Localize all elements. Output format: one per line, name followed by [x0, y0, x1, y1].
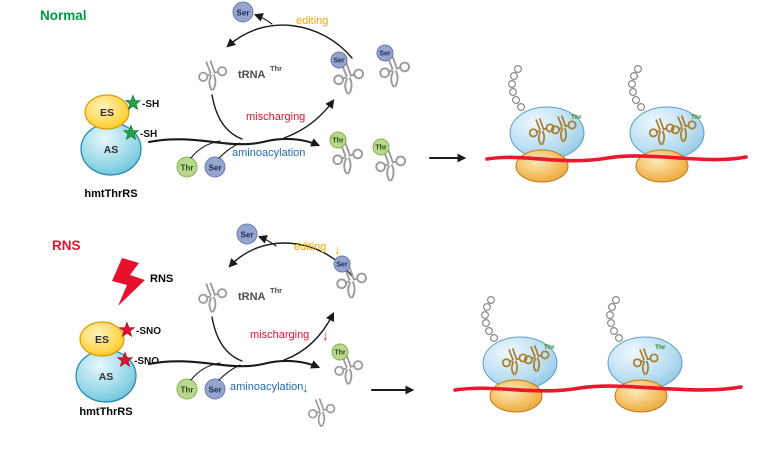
- ser-circle: [236, 223, 258, 245]
- nascent-peptide-chain: [508, 64, 526, 112]
- mischarging-label: mischarging: [246, 111, 305, 123]
- nascent-peptide-chain: [481, 296, 498, 342]
- editing-arrow: [226, 24, 353, 59]
- editing-label: editing: [296, 15, 328, 27]
- thr-label: Thr: [334, 350, 346, 357]
- sno-label: -SNO: [136, 326, 161, 337]
- rns-bolt-label: RNS: [150, 273, 173, 285]
- ser-release-arrow: [257, 235, 277, 247]
- main-reaction-arrow: [147, 137, 321, 147]
- enzyme-name: hmtThrRS: [79, 406, 132, 418]
- enzyme-complex-normal: ES AS -SH -SH hmtThrRS: [80, 94, 159, 200]
- ribosome-thr-label: Thr: [655, 344, 666, 351]
- trna-label: tRNA: [238, 291, 266, 303]
- mrna-line: [485, 154, 748, 163]
- editing-domain-label: ES: [95, 334, 109, 346]
- mrna-line: [453, 384, 743, 393]
- editing-label: editing: [294, 241, 326, 253]
- ser-circle: [330, 51, 348, 69]
- ser-circle: [204, 378, 226, 400]
- aminoacylation-domain-label: AS: [104, 144, 119, 156]
- editing-domain: [79, 321, 125, 357]
- thr-label: Thr: [181, 386, 194, 395]
- trna-superscript: Thr: [270, 286, 282, 295]
- mischarging-arrow: [283, 99, 335, 139]
- trna-entry-arrow: [211, 316, 243, 362]
- aminoacylation-down-arrow: ↓: [302, 380, 309, 395]
- ribosome-thr-label: Thr: [691, 114, 702, 121]
- sno-label: -SNO: [134, 356, 159, 367]
- thr-circle: [372, 138, 390, 156]
- ser-label: Ser: [237, 9, 250, 18]
- translation-rns: Thr Thr: [453, 296, 743, 413]
- thr-circle: [331, 343, 349, 361]
- charging-cycle-rns: Ser editing ↓ tRNA Thr mischarging ↓ ami…: [147, 223, 368, 428]
- ser-label: Ser: [209, 164, 222, 173]
- trna-label: tRNA: [238, 69, 266, 81]
- thr-entry-arc: [190, 140, 221, 159]
- ser-circle: [376, 44, 394, 62]
- main-reaction-arrow: [147, 359, 321, 369]
- ser-entry-arc: [218, 142, 241, 159]
- aminoacylation-label: aminoacylation: [230, 381, 303, 393]
- ser-label: Ser: [209, 386, 222, 395]
- mischarging-arrow: [283, 311, 335, 361]
- mischarging-down-arrow: ↓: [322, 328, 329, 343]
- normal-panel: Normal ES AS -SH -SH hmtThrRS Ser editin…: [40, 1, 748, 200]
- nascent-peptide-chain: [605, 296, 624, 342]
- thr-label: Thr: [181, 164, 194, 173]
- thr-label: Thr: [332, 138, 344, 145]
- ser-label: Ser: [379, 51, 391, 58]
- nascent-peptide-chain: [627, 64, 646, 112]
- rns-panel: RNS RNS ES AS -SNO -SNO hmtThrRS Ser edi…: [52, 223, 743, 428]
- editing-down-arrow: ↓: [334, 242, 341, 257]
- thiol-label: -SH: [140, 129, 157, 140]
- ribosome-thr-label: Thr: [544, 344, 555, 351]
- ser-release-arrow: [253, 13, 273, 25]
- charging-cycle-normal: Ser editing tRNA Thr mischarging aminoac…: [147, 1, 411, 183]
- rns-panel-title: RNS: [52, 238, 81, 253]
- ser-label: Ser: [333, 58, 345, 65]
- ser-label: Ser: [241, 231, 254, 240]
- aminoacylation-label: aminoacylation: [232, 147, 305, 159]
- editing-domain-label: ES: [100, 107, 114, 119]
- trna-icon: [198, 59, 228, 92]
- uncharged-trna-icon: [308, 397, 336, 428]
- trna-superscript: Thr: [270, 64, 282, 73]
- enzyme-complex-rns: ES AS -SNO -SNO hmtThrRS: [75, 321, 161, 418]
- enzyme-name: hmtThrRS: [84, 188, 137, 200]
- thr-circle: [176, 156, 198, 178]
- ser-circle: [204, 156, 226, 178]
- ribosome-thr-label: Thr: [571, 114, 582, 121]
- ribosome-small-subunit: [515, 149, 569, 183]
- thr-label: Thr: [375, 145, 387, 152]
- thr-entry-arc: [190, 362, 221, 381]
- normal-panel-title: Normal: [40, 8, 87, 23]
- ser-entry-arc: [218, 364, 241, 381]
- aminoacylation-domain-label: AS: [99, 371, 114, 383]
- ribosome-small-subunit: [489, 379, 543, 413]
- editing-domain: [84, 94, 130, 130]
- ser-label: Ser: [336, 262, 348, 269]
- ser-circle: [333, 255, 351, 273]
- mischarging-label: mischarging: [250, 329, 309, 341]
- translation-normal: Thr Thr: [485, 64, 748, 183]
- lightning-bolt-icon: [112, 258, 145, 306]
- ser-circle: [232, 1, 254, 23]
- trna-entry-arrow: [211, 94, 243, 140]
- thr-circle: [176, 378, 198, 400]
- thiol-label: -SH: [142, 99, 159, 110]
- thr-circle: [329, 131, 347, 149]
- trna-icon: [198, 281, 228, 314]
